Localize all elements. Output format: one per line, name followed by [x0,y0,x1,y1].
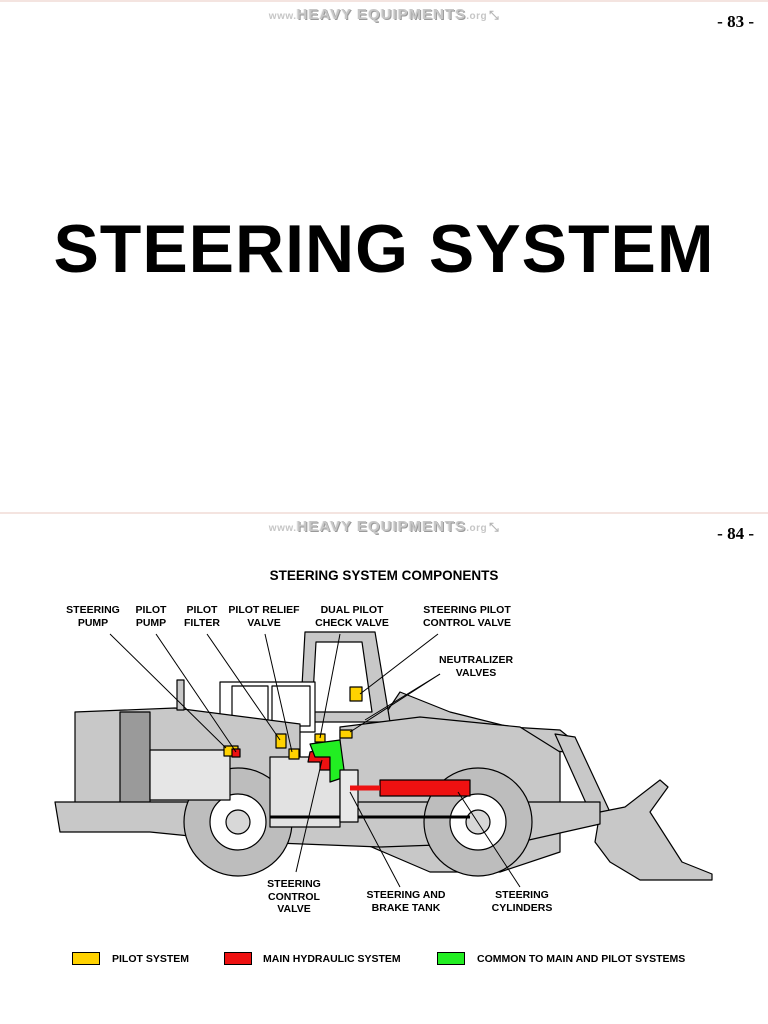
steering-cylinder [379,779,471,797]
diagram-title: STEERING SYSTEM COMPONENTS [269,568,499,583]
watermark-prefix: www. [268,11,297,22]
engine-block [149,749,231,801]
label-steering-cylinders: STEERING CYLINDERS [491,889,553,914]
watermark-prefix: www. [268,523,297,534]
page-top-rule [0,0,768,2]
radiator-grille [119,711,151,808]
watermark-name: HEAVY EQUIPMENTS [296,6,467,23]
page-number: - 83 - [717,12,754,31]
watermark-suffix: .org [466,523,488,534]
steering-pilot-control-valve-part [349,686,363,702]
page-83: www.HEAVY EQUIPMENTS.org⤡ - 83 - STEERIN… [0,0,768,287]
common-hydraulic-block [309,739,346,783]
pilot-relief-valve-part [288,748,300,760]
label-steering-and-brake-tank: STEERING AND BRAKE TANK [366,889,446,914]
legend-label-main: MAIN HYDRAULIC SYSTEM [263,953,401,965]
leader-pilot-relief-valve [264,633,293,753]
legend-swatch-common [437,952,465,965]
label-steering-pilot-control-valve: STEERING PILOT CONTROL VALVE [422,604,512,629]
neutralizer-valve-part [339,729,353,739]
legend-label-pilot: PILOT SYSTEM [112,953,190,965]
legend-label-common: COMMON TO MAIN AND PILOT SYSTEMS [477,953,686,965]
leader-pilot-filter [206,633,281,741]
transmission [269,756,341,828]
cab-window-right [271,685,311,727]
leader-pilot-pump [155,633,237,753]
cursor-icon: ⤡ [489,8,500,22]
steering-brake-tank [339,769,359,823]
label-pilot-pump: PILOT PUMP [135,604,167,629]
label-neutralizer-valves: NEUTRALIZER VALVES [438,654,514,679]
page-number: - 84 - [717,524,754,543]
cab-inner [311,641,373,713]
legend-swatch-pilot [72,952,100,965]
leader-neutralizer-2 [364,673,441,721]
wheel-loader-diagram [54,631,713,888]
page-84: www.HEAVY EQUIPMENTS.org⤡ - 84 - STEERIN… [0,512,768,1024]
pilot-filter-part [275,733,287,749]
label-dual-pilot-check-valve: DUAL PILOT CHECK VALVE [315,604,389,629]
watermark-suffix: .org [466,11,488,22]
legend-swatch-main [224,952,252,965]
label-pilot-relief-valve: PILOT RELIEF VALVE [228,604,300,629]
watermark: www.HEAVY EQUIPMENTS.org⤡ [0,518,768,535]
leader-steering-pump [109,633,227,749]
exhaust-stack [176,679,185,711]
chapter-title: STEERING SYSTEM [53,211,715,287]
watermark: www.HEAVY EQUIPMENTS.org⤡ [0,6,768,23]
label-pilot-filter: PILOT FILTER [184,604,220,629]
leader-steering-brake-tank [349,791,401,888]
cursor-icon: ⤡ [489,520,500,534]
leader-steering-control-valve [295,759,323,873]
label-steering-control-valve: STEERING CONTROL VALVE [267,878,321,915]
leader-steering-cylinders [457,791,521,888]
loader-bucket [594,779,713,881]
page-top-rule [0,512,768,514]
leader-steering-pilot-control [359,633,439,695]
leader-dual-pilot-check-valve [319,633,341,739]
pilot-pump-part [231,748,241,758]
watermark-name: HEAVY EQUIPMENTS [296,518,467,535]
label-steering-pump: STEERING PUMP [66,604,120,629]
rear-wheel-center [225,809,251,835]
